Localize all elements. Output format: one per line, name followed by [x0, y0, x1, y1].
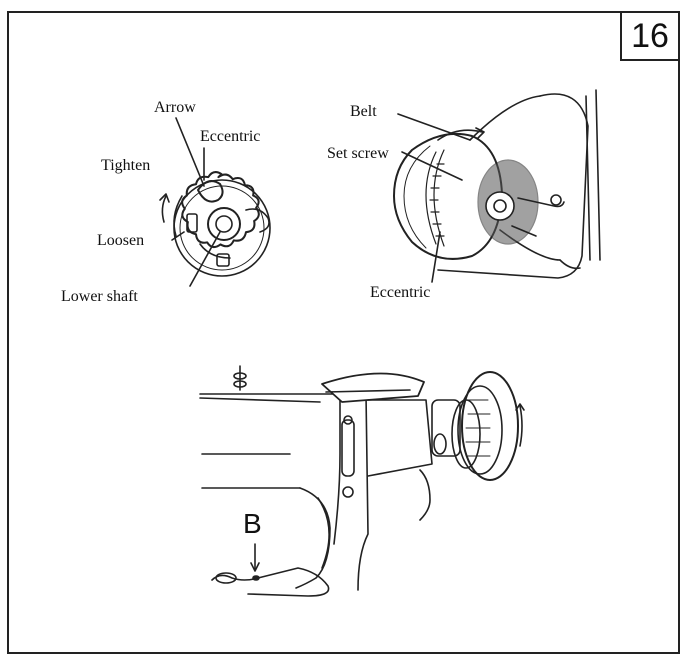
label-eccentric-right: Eccentric: [370, 284, 431, 301]
set-screw-leader: [401, 151, 463, 181]
belt-teeth: [425, 149, 445, 247]
label-belt: Belt: [350, 103, 377, 120]
loosen-leader: [171, 231, 185, 241]
tighten-arrow: [161, 195, 167, 223]
figure-number: 16: [620, 13, 678, 61]
label-arrow: Arrow: [154, 99, 196, 116]
arrow-leader: [175, 117, 205, 187]
label-eccentric-left: Eccentric: [200, 128, 261, 145]
figure-frame: 16: [7, 11, 680, 654]
label-set-screw: Set screw: [327, 145, 389, 162]
belt-arrow: [437, 129, 483, 141]
lower-shaft-hub: [207, 207, 241, 241]
lower-shaft-leader: [189, 231, 221, 287]
hand-wheel: [461, 371, 519, 481]
machine-arm-illustration: [199, 365, 525, 597]
label-tighten: Tighten: [101, 157, 151, 174]
belt-eccentric-illustration: [393, 89, 601, 283]
eccentric-disc-illustration: [159, 117, 271, 287]
label-loosen: Loosen: [97, 232, 145, 249]
label-lower-shaft: Lower shaft: [61, 288, 138, 305]
eccentric-right-leader: [431, 231, 441, 283]
belt-leader: [397, 113, 471, 141]
label-point-b: B: [243, 508, 262, 539]
